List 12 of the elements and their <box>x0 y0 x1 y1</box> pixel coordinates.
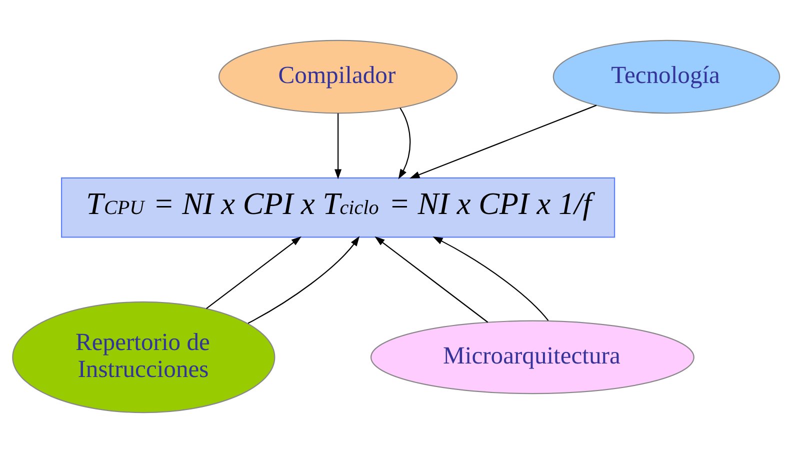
arrow <box>374 236 488 322</box>
arrow <box>334 112 342 179</box>
node-ellipse: Compilador <box>218 39 458 114</box>
node-ellipse: Microarquitectura <box>370 320 694 394</box>
node-box: TCPU = NI x CPI x Tciclo = NI x CPI x 1/f <box>61 176 616 238</box>
node-ellipse: Tecnología <box>552 39 780 114</box>
arrow <box>432 236 549 320</box>
node-ellipse: Repertorio de Instrucciones <box>12 300 276 413</box>
arrow <box>398 107 411 179</box>
arrow <box>206 236 302 308</box>
arrow <box>248 236 360 324</box>
arrow <box>410 104 597 178</box>
